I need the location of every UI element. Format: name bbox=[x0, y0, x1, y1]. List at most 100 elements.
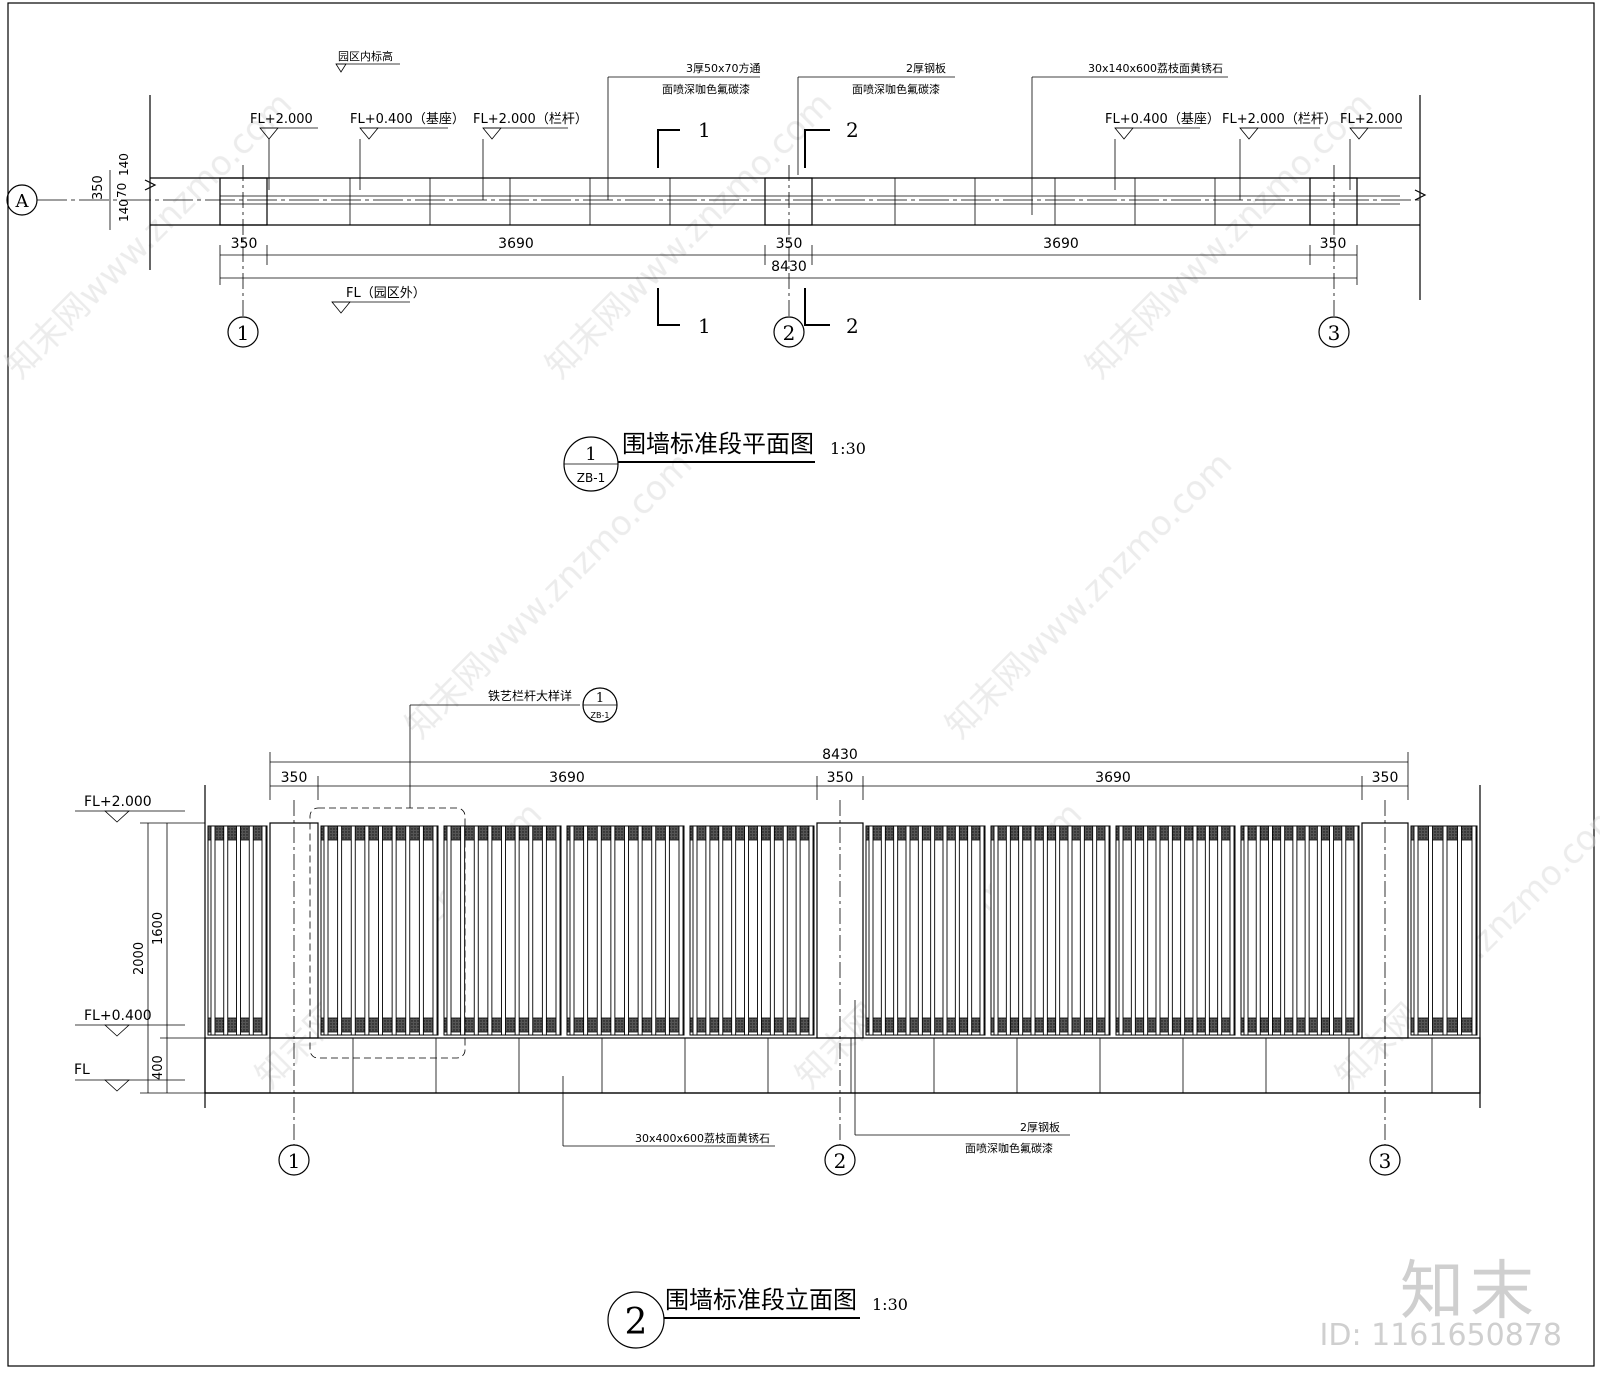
level-inner-note: 园区内标高 bbox=[335, 49, 400, 73]
plan-vdim-140a: 140 bbox=[117, 199, 131, 222]
plan-vdim-70: 70 bbox=[115, 183, 129, 198]
brand-watermark: 知末 bbox=[1400, 1255, 1540, 1329]
elev-title: 围墙标准段立面图 bbox=[665, 1286, 857, 1314]
elev-level-fl2000: FL+2.000 bbox=[75, 794, 185, 823]
svg-text:3: 3 bbox=[1328, 321, 1341, 345]
svg-text:FL+0.400（基座）: FL+0.400（基座） bbox=[1105, 112, 1220, 127]
elev-level-fl0400: FL+0.400 bbox=[75, 1008, 185, 1037]
elev-vdim-2000: 2000 bbox=[132, 942, 147, 975]
callout-tube: 3厚50x70方通 面喷深咖色氟碳漆 bbox=[607, 61, 761, 200]
plan-dim-350-a: 350 bbox=[231, 236, 258, 252]
axis-bubble-2 bbox=[773, 316, 805, 348]
svg-text:FL+0.400（基座）: FL+0.400（基座） bbox=[350, 112, 465, 127]
svg-text:FL+2.000: FL+2.000 bbox=[250, 112, 313, 127]
elev-vertical-dims: 2000 1600 400 bbox=[132, 822, 205, 1094]
elev-vdim-400: 400 bbox=[151, 1055, 166, 1080]
elev-title-block: 2 围墙标准段立面图 1:30 bbox=[607, 1286, 908, 1349]
plan-dim-350-b: 350 bbox=[776, 236, 803, 252]
svg-text:2厚钢板: 2厚钢板 bbox=[1020, 1120, 1060, 1134]
elevation-view: 铁艺栏杆大样详 1 ZB-1 8430 350 3690 350 3690 35… bbox=[74, 687, 1481, 1349]
plan-title: 围墙标准段平面图 bbox=[622, 430, 814, 458]
level-fl2000-rail-left: FL+2.000（栏杆） bbox=[473, 112, 588, 200]
svg-text:2: 2 bbox=[846, 314, 859, 338]
svg-text:FL: FL bbox=[74, 1062, 90, 1078]
sheet-border bbox=[7, 2, 1595, 1367]
callout-stone: 30x140x600荔枝面黄锈石 bbox=[1031, 61, 1228, 215]
id-watermark: ID: 1161650878 bbox=[1319, 1318, 1562, 1353]
elev-axis-bubble-1 bbox=[278, 1144, 310, 1176]
elev-level-fl: FL bbox=[74, 1062, 185, 1092]
railing-panel bbox=[566, 825, 685, 1036]
post-2 bbox=[764, 177, 813, 226]
plan-dim-chain: 350 3690 350 3690 350 8430 bbox=[219, 236, 1358, 285]
callout-plate: 2厚钢板 面喷深咖色氟碳漆 bbox=[797, 61, 955, 175]
svg-text:FL+2.000: FL+2.000 bbox=[84, 794, 152, 810]
elev-scale: 1:30 bbox=[872, 1295, 908, 1314]
svg-text:1: 1 bbox=[698, 314, 711, 338]
svg-text:30x140x600荔枝面黄锈石: 30x140x600荔枝面黄锈石 bbox=[1088, 61, 1223, 75]
railing-panel bbox=[320, 825, 439, 1036]
grid-label-a: A bbox=[15, 191, 30, 212]
plan-title-sheet: ZB-1 bbox=[577, 471, 605, 485]
level-fl0400-base-right: FL+0.400（基座） bbox=[1105, 112, 1220, 190]
elev-callout-plate: 2厚钢板 面喷深咖色氟碳漆 bbox=[854, 1000, 1070, 1155]
section-mark-2: 2 2 bbox=[804, 118, 859, 338]
detail-boundary bbox=[309, 807, 466, 1059]
svg-text:面喷深咖色氟碳漆: 面喷深咖色氟碳漆 bbox=[662, 82, 750, 96]
level-fl2000-left: FL+2.000 bbox=[250, 112, 318, 190]
axis-bubble-3 bbox=[1318, 316, 1350, 348]
elev-axis-bubble-2 bbox=[824, 1144, 856, 1176]
railing-panels bbox=[207, 825, 1478, 1036]
svg-text:FL+0.400: FL+0.400 bbox=[84, 1008, 152, 1024]
svg-text:1: 1 bbox=[237, 321, 250, 345]
plan-title-num: 1 bbox=[585, 444, 596, 465]
railing-panel bbox=[865, 825, 986, 1036]
svg-text:2: 2 bbox=[846, 118, 859, 142]
detail-callout: 铁艺栏杆大样详 1 ZB-1 bbox=[409, 687, 618, 808]
axis-bubble-1 bbox=[227, 316, 259, 348]
svg-text:1: 1 bbox=[288, 1149, 301, 1173]
watermark-text: 知末网www.znzmo.com bbox=[938, 444, 1240, 746]
svg-text:铁艺栏杆大样详: 铁艺栏杆大样详 bbox=[488, 688, 572, 703]
railing-panel bbox=[1410, 825, 1478, 1036]
railing-panel bbox=[443, 825, 562, 1036]
svg-text:2: 2 bbox=[834, 1149, 847, 1173]
elev-callout-stone: 30x400x600荔枝面黄锈石 bbox=[562, 1076, 775, 1147]
svg-text:园区内标高: 园区内标高 bbox=[338, 49, 393, 63]
post-3 bbox=[1309, 177, 1358, 226]
elev-dim-350-c: 350 bbox=[1372, 770, 1399, 786]
plan-title-block: 1 ZB-1 围墙标准段平面图 1:30 bbox=[563, 430, 866, 492]
svg-text:3: 3 bbox=[1379, 1149, 1392, 1173]
level-fl0400-base-left: FL+0.400（基座） bbox=[350, 112, 465, 190]
elev-dim-3690-a: 3690 bbox=[549, 770, 585, 786]
svg-text:1: 1 bbox=[698, 118, 711, 142]
elev-dim-350-b: 350 bbox=[827, 770, 854, 786]
elev-dim-chain: 8430 350 3690 350 3690 350 bbox=[269, 747, 1409, 800]
plinth-joints bbox=[269, 1038, 1433, 1093]
railing-panel bbox=[1240, 825, 1360, 1036]
svg-text:30x400x600荔枝面黄锈石: 30x400x600荔枝面黄锈石 bbox=[635, 1131, 770, 1145]
plan-vdim-140b: 140 bbox=[117, 153, 131, 176]
elev-dim-350-a: 350 bbox=[281, 770, 308, 786]
svg-text:FL（园区外）: FL（园区外） bbox=[346, 286, 426, 301]
svg-text:2: 2 bbox=[783, 321, 796, 345]
svg-text:FL+2.000（栏杆）: FL+2.000（栏杆） bbox=[473, 112, 588, 127]
plan-vdim-350: 350 bbox=[91, 175, 106, 200]
svg-text:2厚钢板: 2厚钢板 bbox=[906, 61, 946, 75]
svg-text:ZB-1: ZB-1 bbox=[591, 711, 610, 720]
railing-panel bbox=[1115, 825, 1236, 1036]
railing-panel bbox=[207, 825, 268, 1036]
svg-text:3厚50x70方通: 3厚50x70方通 bbox=[686, 61, 761, 75]
svg-text:FL+2.000: FL+2.000 bbox=[1340, 112, 1403, 127]
railing-panel bbox=[689, 825, 815, 1036]
plan-dim-3690-b: 3690 bbox=[1043, 236, 1079, 252]
svg-text:面喷深咖色氟碳漆: 面喷深咖色氟碳漆 bbox=[965, 1141, 1053, 1155]
svg-text:FL+2.000（栏杆）: FL+2.000（栏杆） bbox=[1222, 112, 1337, 127]
railing-panel bbox=[990, 825, 1111, 1036]
post-1 bbox=[219, 177, 268, 226]
plan-dim-350-c: 350 bbox=[1320, 236, 1347, 252]
svg-text:1: 1 bbox=[596, 691, 604, 706]
elev-axis-bubble-3 bbox=[1369, 1144, 1401, 1176]
plan-scale: 1:30 bbox=[830, 439, 866, 458]
